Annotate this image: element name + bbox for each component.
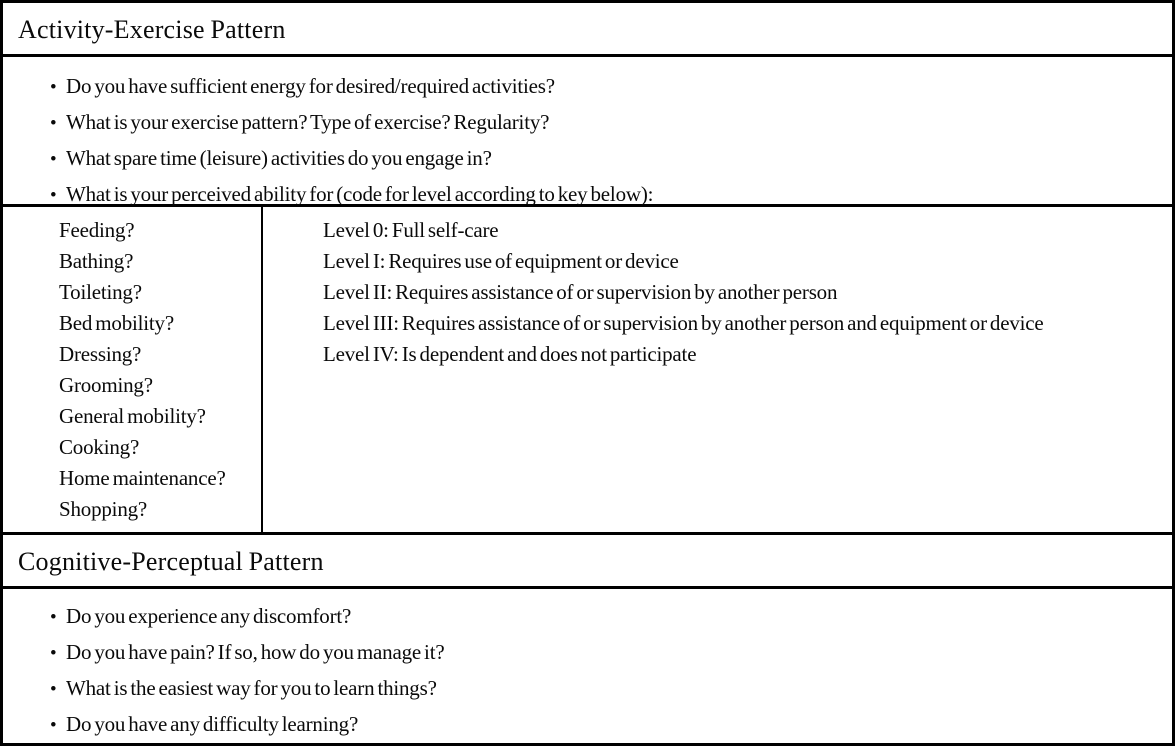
question-text: Do you have any difficulty learning? xyxy=(66,712,359,736)
question-text: Do you have pain? If so, how do you mana… xyxy=(66,640,445,664)
bullet-icon: • xyxy=(50,112,57,134)
question-item: • What spare time (leisure) activities do… xyxy=(3,141,1172,177)
level-key-item: Level I: Requires use of equipment or de… xyxy=(323,248,679,273)
question-text: Do you have sufficient energy for desire… xyxy=(66,73,555,98)
activity-questions-list: • Do you have sufficient energy for desir… xyxy=(3,69,1172,213)
question-text: What spare time (leisure) activities do … xyxy=(66,145,492,170)
ability-item: Cooking? xyxy=(59,434,140,459)
level-key-item: Level 0: Full self-care xyxy=(323,217,499,242)
section-header-cognitive-perceptual: Cognitive-Perceptual Pattern xyxy=(3,535,1172,589)
ability-item: General mobility? xyxy=(59,403,206,428)
cognitive-questions-list: • Do you experience any discomfort? • Do y… xyxy=(3,599,1172,743)
ability-item: Dressing? xyxy=(59,341,142,366)
bullet-icon: • xyxy=(50,607,57,628)
question-item: • Do you experience any discomfort? xyxy=(3,599,1172,635)
section-header-activity-exercise: Activity-Exercise Pattern xyxy=(3,3,1172,57)
ability-item: Toileting? xyxy=(59,279,142,304)
level-key-item: Level II: Requires assistance of or supe… xyxy=(323,279,838,304)
question-item: • Do you have pain? If so, how do you man… xyxy=(3,635,1172,671)
cognitive-questions-section: • Do you experience any discomfort? • Do y… xyxy=(3,589,1172,743)
bullet-icon: • xyxy=(50,76,57,98)
ability-item: Grooming? xyxy=(59,372,153,397)
ability-item: Home maintenance? xyxy=(59,465,226,490)
bullet-icon: • xyxy=(50,184,57,206)
bullet-icon: • xyxy=(50,148,57,170)
activity-questions-section: • Do you have sufficient energy for desir… xyxy=(3,57,1172,207)
ability-item: Shopping? xyxy=(59,496,148,521)
question-item: • What is your exercise pattern? Type of … xyxy=(3,105,1172,141)
level-key-item: Level IV: Is dependent and does not part… xyxy=(323,341,697,366)
ability-item: Feeding? xyxy=(59,217,135,242)
question-text: What is the easiest way for you to learn… xyxy=(66,676,437,700)
ability-item: Bed mobility? xyxy=(59,310,174,335)
level-key-item: Level III: Requires assistance of or sup… xyxy=(323,310,1044,335)
question-text: Do you experience any discomfort? xyxy=(66,604,352,628)
bullet-icon: • xyxy=(50,679,57,700)
question-item: • What is the easiest way for you to lear… xyxy=(3,671,1172,707)
bullet-icon: • xyxy=(50,643,57,664)
question-text: What is your perceived ability for (code… xyxy=(66,181,654,206)
question-text: What is your exercise pattern? Type of e… xyxy=(66,109,550,134)
bullet-icon: • xyxy=(50,715,57,736)
ability-item: Bathing? xyxy=(59,248,134,273)
level-key-column: Level 0: Full self-care Level I: Require… xyxy=(263,207,1172,532)
question-item: • What is your perceived ability for (cod… xyxy=(3,177,1172,213)
question-item: • Do you have sufficient energy for desir… xyxy=(3,69,1172,105)
ability-key-section: Feeding? Bathing? Toileting? Bed mobilit… xyxy=(3,206,1172,536)
question-item: • Do you have any difficulty learning? xyxy=(3,707,1172,743)
ability-list-column: Feeding? Bathing? Toileting? Bed mobilit… xyxy=(3,206,263,533)
